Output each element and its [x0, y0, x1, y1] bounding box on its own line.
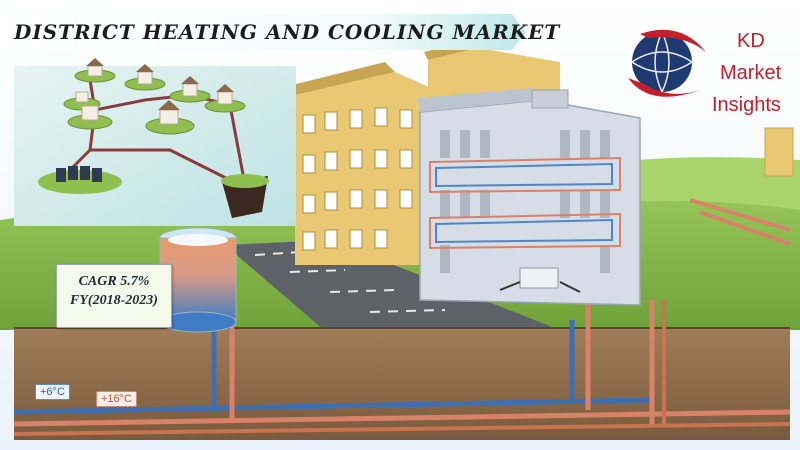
- cagr-period: FY(2018-2023): [70, 293, 158, 308]
- cagr-callout: CAGR 5.7% FY(2018-2023): [56, 264, 172, 328]
- globe-swoosh-icon: [628, 29, 706, 97]
- underground-pipes: [13, 198, 791, 436]
- title-banner-bg: [0, 14, 526, 50]
- cold-pipe-label: +6°C: [35, 384, 70, 400]
- logo-text-market: Market: [720, 62, 782, 84]
- village-network-inset: [14, 58, 296, 226]
- commercial-building: [418, 88, 641, 306]
- thermal-storage-tank: [159, 227, 237, 333]
- page-title: DISTRICT HEATING AND COOLING MARKET: [14, 20, 561, 44]
- logo-text-kd: KD: [737, 30, 765, 52]
- hot-pipe-label: +16°C: [96, 391, 138, 407]
- residential-building-front: [288, 62, 440, 265]
- cagr-rate: CAGR 5.7%: [78, 274, 150, 289]
- logo-text-insights: Insights: [712, 94, 781, 116]
